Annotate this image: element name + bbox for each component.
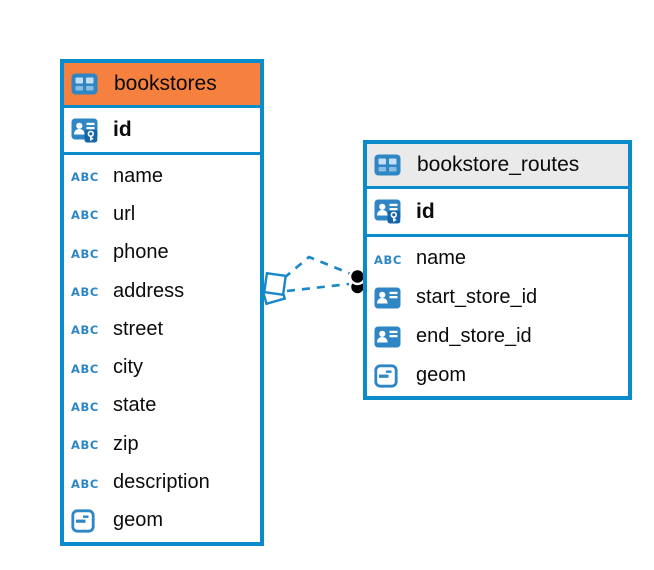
relationship-endpoint-square[interactable]	[259, 278, 287, 306]
column-row[interactable]: ABC street	[64, 310, 260, 348]
svg-text:ABC: ABC	[71, 285, 99, 299]
text-abc-icon: ABC	[71, 475, 105, 491]
primary-key-row[interactable]: id	[64, 108, 260, 152]
column-row[interactable]: geom	[367, 356, 628, 395]
text-abc-icon: ABC	[71, 436, 105, 452]
column-row[interactable]: ABC city	[64, 349, 260, 387]
svg-text:ABC: ABC	[71, 438, 99, 452]
column-name: id	[113, 118, 132, 141]
table-title: bookstore_routes	[417, 153, 580, 176]
column-name: id	[416, 199, 435, 223]
column-name: end_store_id	[416, 325, 532, 347]
relationship-endpoint-square[interactable]	[262, 271, 288, 297]
column-name: start_store_id	[416, 286, 538, 308]
column-name: address	[113, 279, 185, 302]
primary-key-icon	[71, 118, 105, 143]
column-row[interactable]: ABC zip	[64, 425, 260, 463]
table-bookstore-routes[interactable]: bookstore_routes id ABC name start_store_i…	[363, 140, 632, 400]
column-name: phone	[113, 241, 169, 264]
svg-text:ABC: ABC	[71, 170, 99, 184]
table-header[interactable]: bookstore_routes	[367, 144, 628, 189]
column-row[interactable]: ABC url	[64, 195, 260, 233]
column-row[interactable]: start_store_id	[367, 278, 628, 317]
reference-icon	[374, 287, 408, 309]
column-name: geom	[416, 364, 467, 386]
text-abc-icon: ABC	[71, 168, 105, 184]
table-icon	[374, 154, 408, 176]
relationship-line[interactable]	[283, 255, 352, 279]
column-name: zip	[113, 432, 139, 455]
primary-key-icon	[374, 199, 408, 224]
text-abc-icon: ABC	[71, 206, 105, 222]
text-abc-icon: ABC	[374, 251, 408, 267]
column-name: city	[113, 356, 143, 379]
reference-icon	[374, 326, 408, 348]
primary-key-section: id	[367, 189, 628, 237]
text-abc-icon: ABC	[71, 245, 105, 261]
svg-text:ABC: ABC	[71, 208, 99, 222]
column-row[interactable]: ABC name	[367, 239, 628, 278]
column-name: name	[113, 164, 164, 187]
geometry-icon	[71, 509, 105, 533]
text-abc-icon: ABC	[71, 321, 105, 337]
geometry-icon	[374, 363, 408, 388]
table-title: bookstores	[114, 72, 217, 95]
column-row[interactable]: end_store_id	[367, 317, 628, 356]
column-name: state	[113, 394, 157, 417]
column-row[interactable]: geom	[64, 502, 260, 540]
svg-text:ABC: ABC	[374, 253, 402, 267]
column-row[interactable]: ABC name	[64, 157, 260, 195]
primary-key-row[interactable]: id	[367, 189, 628, 234]
column-name: url	[113, 202, 136, 225]
column-row[interactable]: ABC address	[64, 272, 260, 310]
column-name: name	[416, 247, 467, 269]
column-row[interactable]: ABC phone	[64, 234, 260, 272]
relationship-line[interactable]	[286, 282, 350, 293]
text-abc-icon: ABC	[71, 398, 105, 414]
svg-text:ABC: ABC	[71, 323, 99, 337]
column-row[interactable]: ABC state	[64, 387, 260, 425]
svg-text:ABC: ABC	[71, 247, 99, 261]
text-abc-icon: ABC	[71, 360, 105, 376]
primary-key-section: id	[64, 108, 260, 155]
column-name: geom	[113, 509, 164, 532]
svg-text:ABC: ABC	[71, 400, 99, 414]
column-row[interactable]: ABC description	[64, 464, 260, 502]
text-abc-icon: ABC	[71, 283, 105, 299]
svg-text:ABC: ABC	[71, 477, 99, 491]
table-header[interactable]: bookstores	[64, 63, 260, 108]
column-name: street	[113, 317, 164, 340]
svg-text:ABC: ABC	[71, 362, 99, 376]
table-icon	[71, 73, 105, 95]
column-name: description	[113, 471, 210, 494]
